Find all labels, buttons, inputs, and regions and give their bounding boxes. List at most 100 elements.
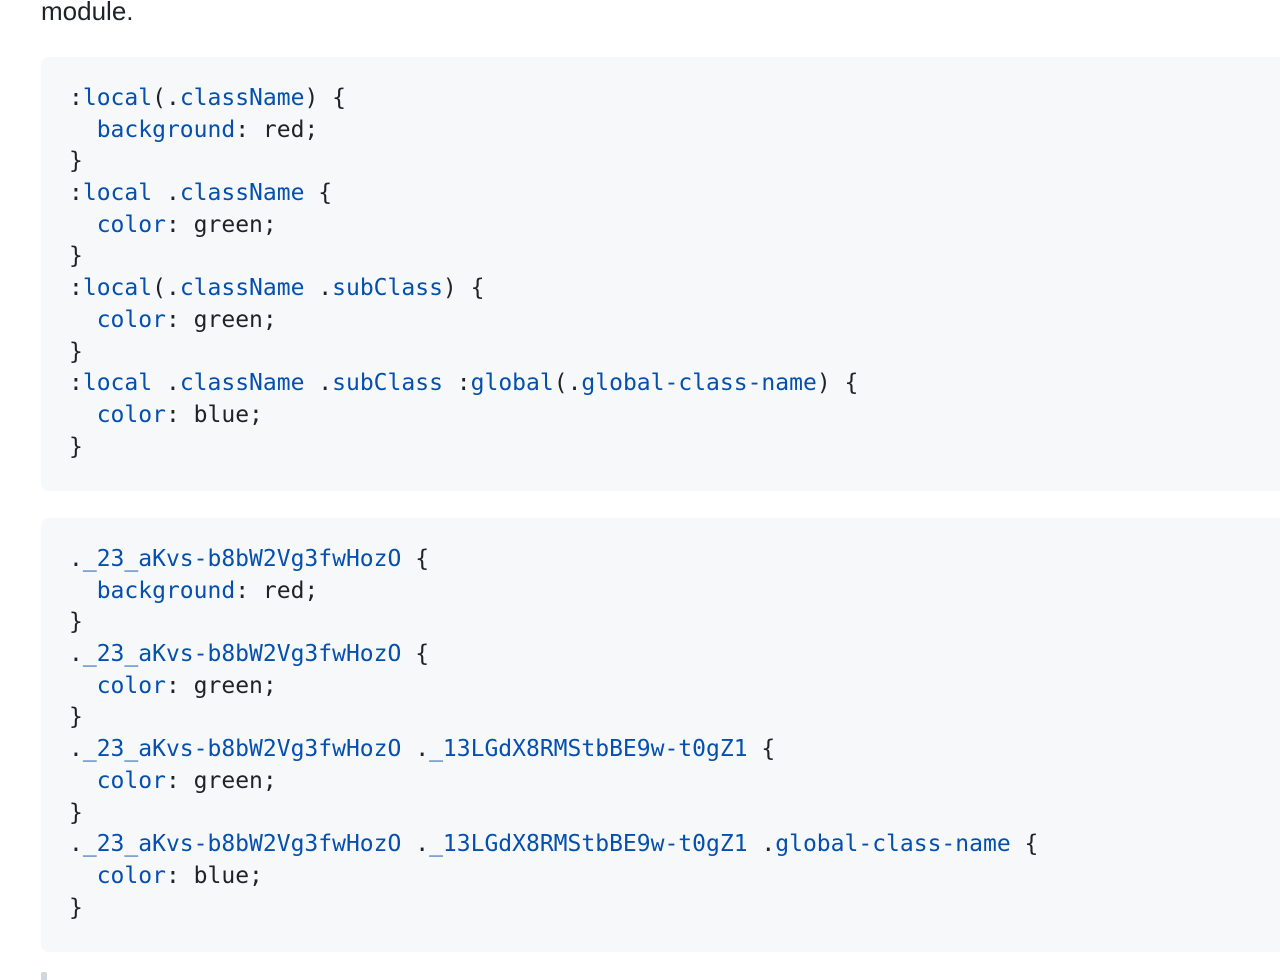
code-selector: local xyxy=(82,370,153,397)
code-line: } xyxy=(69,798,1280,830)
code-selector: global xyxy=(470,370,554,397)
code-line: ._23_aKvs-b8bW2Vg3fwHozO { xyxy=(69,639,1280,671)
code-line: } xyxy=(69,337,1280,369)
code-property: color xyxy=(96,401,166,428)
paragraph-text-tail: module. xyxy=(41,0,134,26)
code-selector: className xyxy=(179,180,305,207)
code-token: { xyxy=(1010,831,1039,858)
code-selector: global-class-name xyxy=(775,831,1011,858)
code-token: . xyxy=(69,641,83,668)
code-token: . xyxy=(401,831,430,858)
code-token: : xyxy=(69,275,83,302)
code-selector: global-class-name xyxy=(581,370,817,397)
code-line: ._23_aKvs-b8bW2Vg3fwHozO ._13LGdX8RMStbB… xyxy=(69,829,1280,861)
code-token: : green; xyxy=(165,767,277,794)
code-property: color xyxy=(96,862,166,889)
code-token xyxy=(69,578,97,604)
code-token xyxy=(69,117,97,143)
code-selector: _23_aKvs-b8bW2Vg3fwHozO xyxy=(82,641,402,668)
code-line: } xyxy=(69,432,1280,464)
code-line: color: green; xyxy=(69,671,1280,703)
code-token: : blue; xyxy=(165,862,263,889)
code-line: color: blue; xyxy=(69,861,1280,893)
code-selector: className xyxy=(179,85,305,111)
code-line: background: red; xyxy=(69,115,1280,147)
code-selector: local xyxy=(82,275,153,302)
code-token: . xyxy=(152,180,180,207)
code-token xyxy=(69,212,97,238)
code-line: :local(.className .subClass) { xyxy=(69,273,1280,305)
code-content: ._23_aKvs-b8bW2Vg3fwHozO { background: r… xyxy=(69,518,1280,924)
code-property: color xyxy=(96,306,166,333)
code-selector: _23_aKvs-b8bW2Vg3fwHozO xyxy=(82,831,402,858)
code-token: : xyxy=(442,370,471,397)
code-token: } xyxy=(69,894,83,921)
code-token: : green; xyxy=(165,211,277,238)
code-token: . xyxy=(69,831,83,858)
code-token: . xyxy=(304,370,333,397)
code-block-source-css: :local(.className) { background: red;}:l… xyxy=(41,57,1280,491)
code-property: color xyxy=(96,672,166,699)
code-line: } xyxy=(69,241,1280,273)
code-token: { xyxy=(401,641,430,668)
code-property: background xyxy=(96,116,236,143)
code-block-compiled-css: ._23_aKvs-b8bW2Vg3fwHozO { background: r… xyxy=(41,518,1280,952)
code-token: : green; xyxy=(165,306,277,333)
code-token: } xyxy=(69,148,83,175)
code-token: } xyxy=(69,338,83,365)
code-selector: className xyxy=(179,275,305,302)
code-line: ._23_aKvs-b8bW2Vg3fwHozO ._13LGdX8RMStbB… xyxy=(69,734,1280,766)
code-token: . xyxy=(152,370,180,397)
code-content: :local(.className) { background: red;}:l… xyxy=(69,57,1280,463)
code-selector: subClass xyxy=(332,370,443,397)
code-token: } xyxy=(69,433,83,460)
code-line: } xyxy=(69,607,1280,639)
code-property: background xyxy=(96,577,236,604)
code-selector: local xyxy=(82,85,153,111)
code-token: ) { xyxy=(816,370,859,397)
code-line: :local .className .subClass :global(.glo… xyxy=(69,368,1280,400)
code-line: :local .className { xyxy=(69,178,1280,210)
code-line: } xyxy=(69,702,1280,734)
code-token: . xyxy=(69,736,83,763)
code-token xyxy=(69,307,97,333)
code-token: : green; xyxy=(165,672,277,699)
code-line: color: green; xyxy=(69,766,1280,798)
code-token: { xyxy=(401,546,430,572)
code-selector: _13LGdX8RMStbBE9w-t0gZ1 xyxy=(429,831,748,858)
code-property: color xyxy=(96,211,166,238)
code-token: : xyxy=(69,370,83,397)
code-line: } xyxy=(69,893,1280,925)
code-token: . xyxy=(747,831,776,858)
code-token: : xyxy=(69,180,83,207)
code-line: } xyxy=(69,146,1280,178)
code-selector: _23_aKvs-b8bW2Vg3fwHozO xyxy=(82,546,402,572)
code-selector: subClass xyxy=(332,275,443,302)
code-line: background: red; xyxy=(69,576,1280,608)
code-token: : red; xyxy=(235,577,319,604)
code-token: ) { xyxy=(304,85,346,111)
code-token: (. xyxy=(152,85,180,111)
code-line: ._23_aKvs-b8bW2Vg3fwHozO { xyxy=(69,544,1280,576)
code-token: : red; xyxy=(235,116,319,143)
code-token: ) { xyxy=(442,275,485,302)
code-token: } xyxy=(69,609,83,636)
code-token: : blue; xyxy=(165,401,263,428)
code-selector: _13LGdX8RMStbBE9w-t0gZ1 xyxy=(429,736,748,763)
code-token: } xyxy=(69,799,83,826)
code-token: (. xyxy=(152,275,180,302)
code-token: { xyxy=(304,180,333,207)
code-line: color: green; xyxy=(69,210,1280,242)
code-token: } xyxy=(69,704,83,731)
code-selector: className xyxy=(179,370,305,397)
code-token: { xyxy=(747,736,776,763)
code-token: . xyxy=(304,275,333,302)
code-token xyxy=(69,673,97,699)
code-token: } xyxy=(69,243,83,270)
code-token: : xyxy=(69,85,83,111)
code-selector: local xyxy=(82,180,153,207)
code-line: color: green; xyxy=(69,305,1280,337)
code-token xyxy=(69,768,97,794)
code-token: . xyxy=(69,546,83,572)
code-selector: _23_aKvs-b8bW2Vg3fwHozO xyxy=(82,736,402,763)
